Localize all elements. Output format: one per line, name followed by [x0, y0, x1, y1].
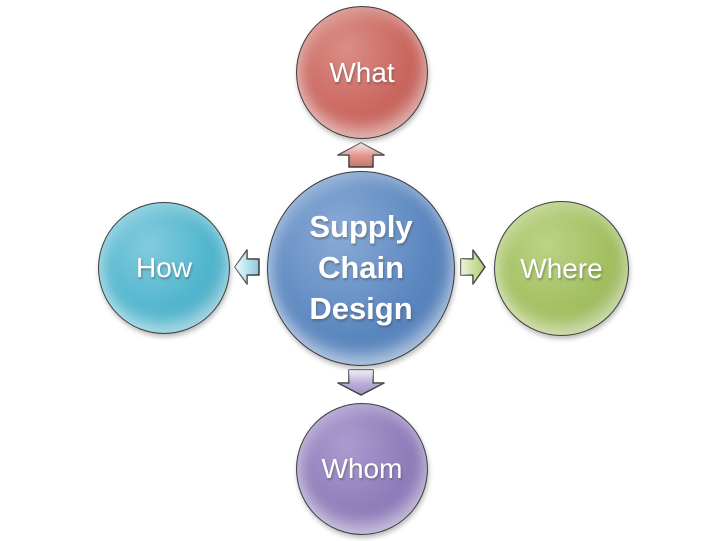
node-whom: Whom	[296, 403, 428, 535]
arrow-down-icon	[337, 369, 385, 396]
node-whom-label: Whom	[321, 453, 403, 484]
node-how: How	[98, 202, 230, 334]
arrow-left-icon	[234, 249, 260, 285]
node-what-label: What	[329, 56, 395, 88]
node-how-label: How	[135, 252, 192, 283]
arrow-right-icon	[460, 249, 486, 285]
center-node: Supply Chain Design	[267, 171, 455, 366]
node-where-label: Where	[520, 252, 603, 284]
center-node-label: Supply Chain Design	[309, 209, 413, 326]
node-where: Where	[494, 201, 629, 336]
node-what: What	[296, 6, 428, 139]
arrow-up-icon	[337, 142, 385, 168]
